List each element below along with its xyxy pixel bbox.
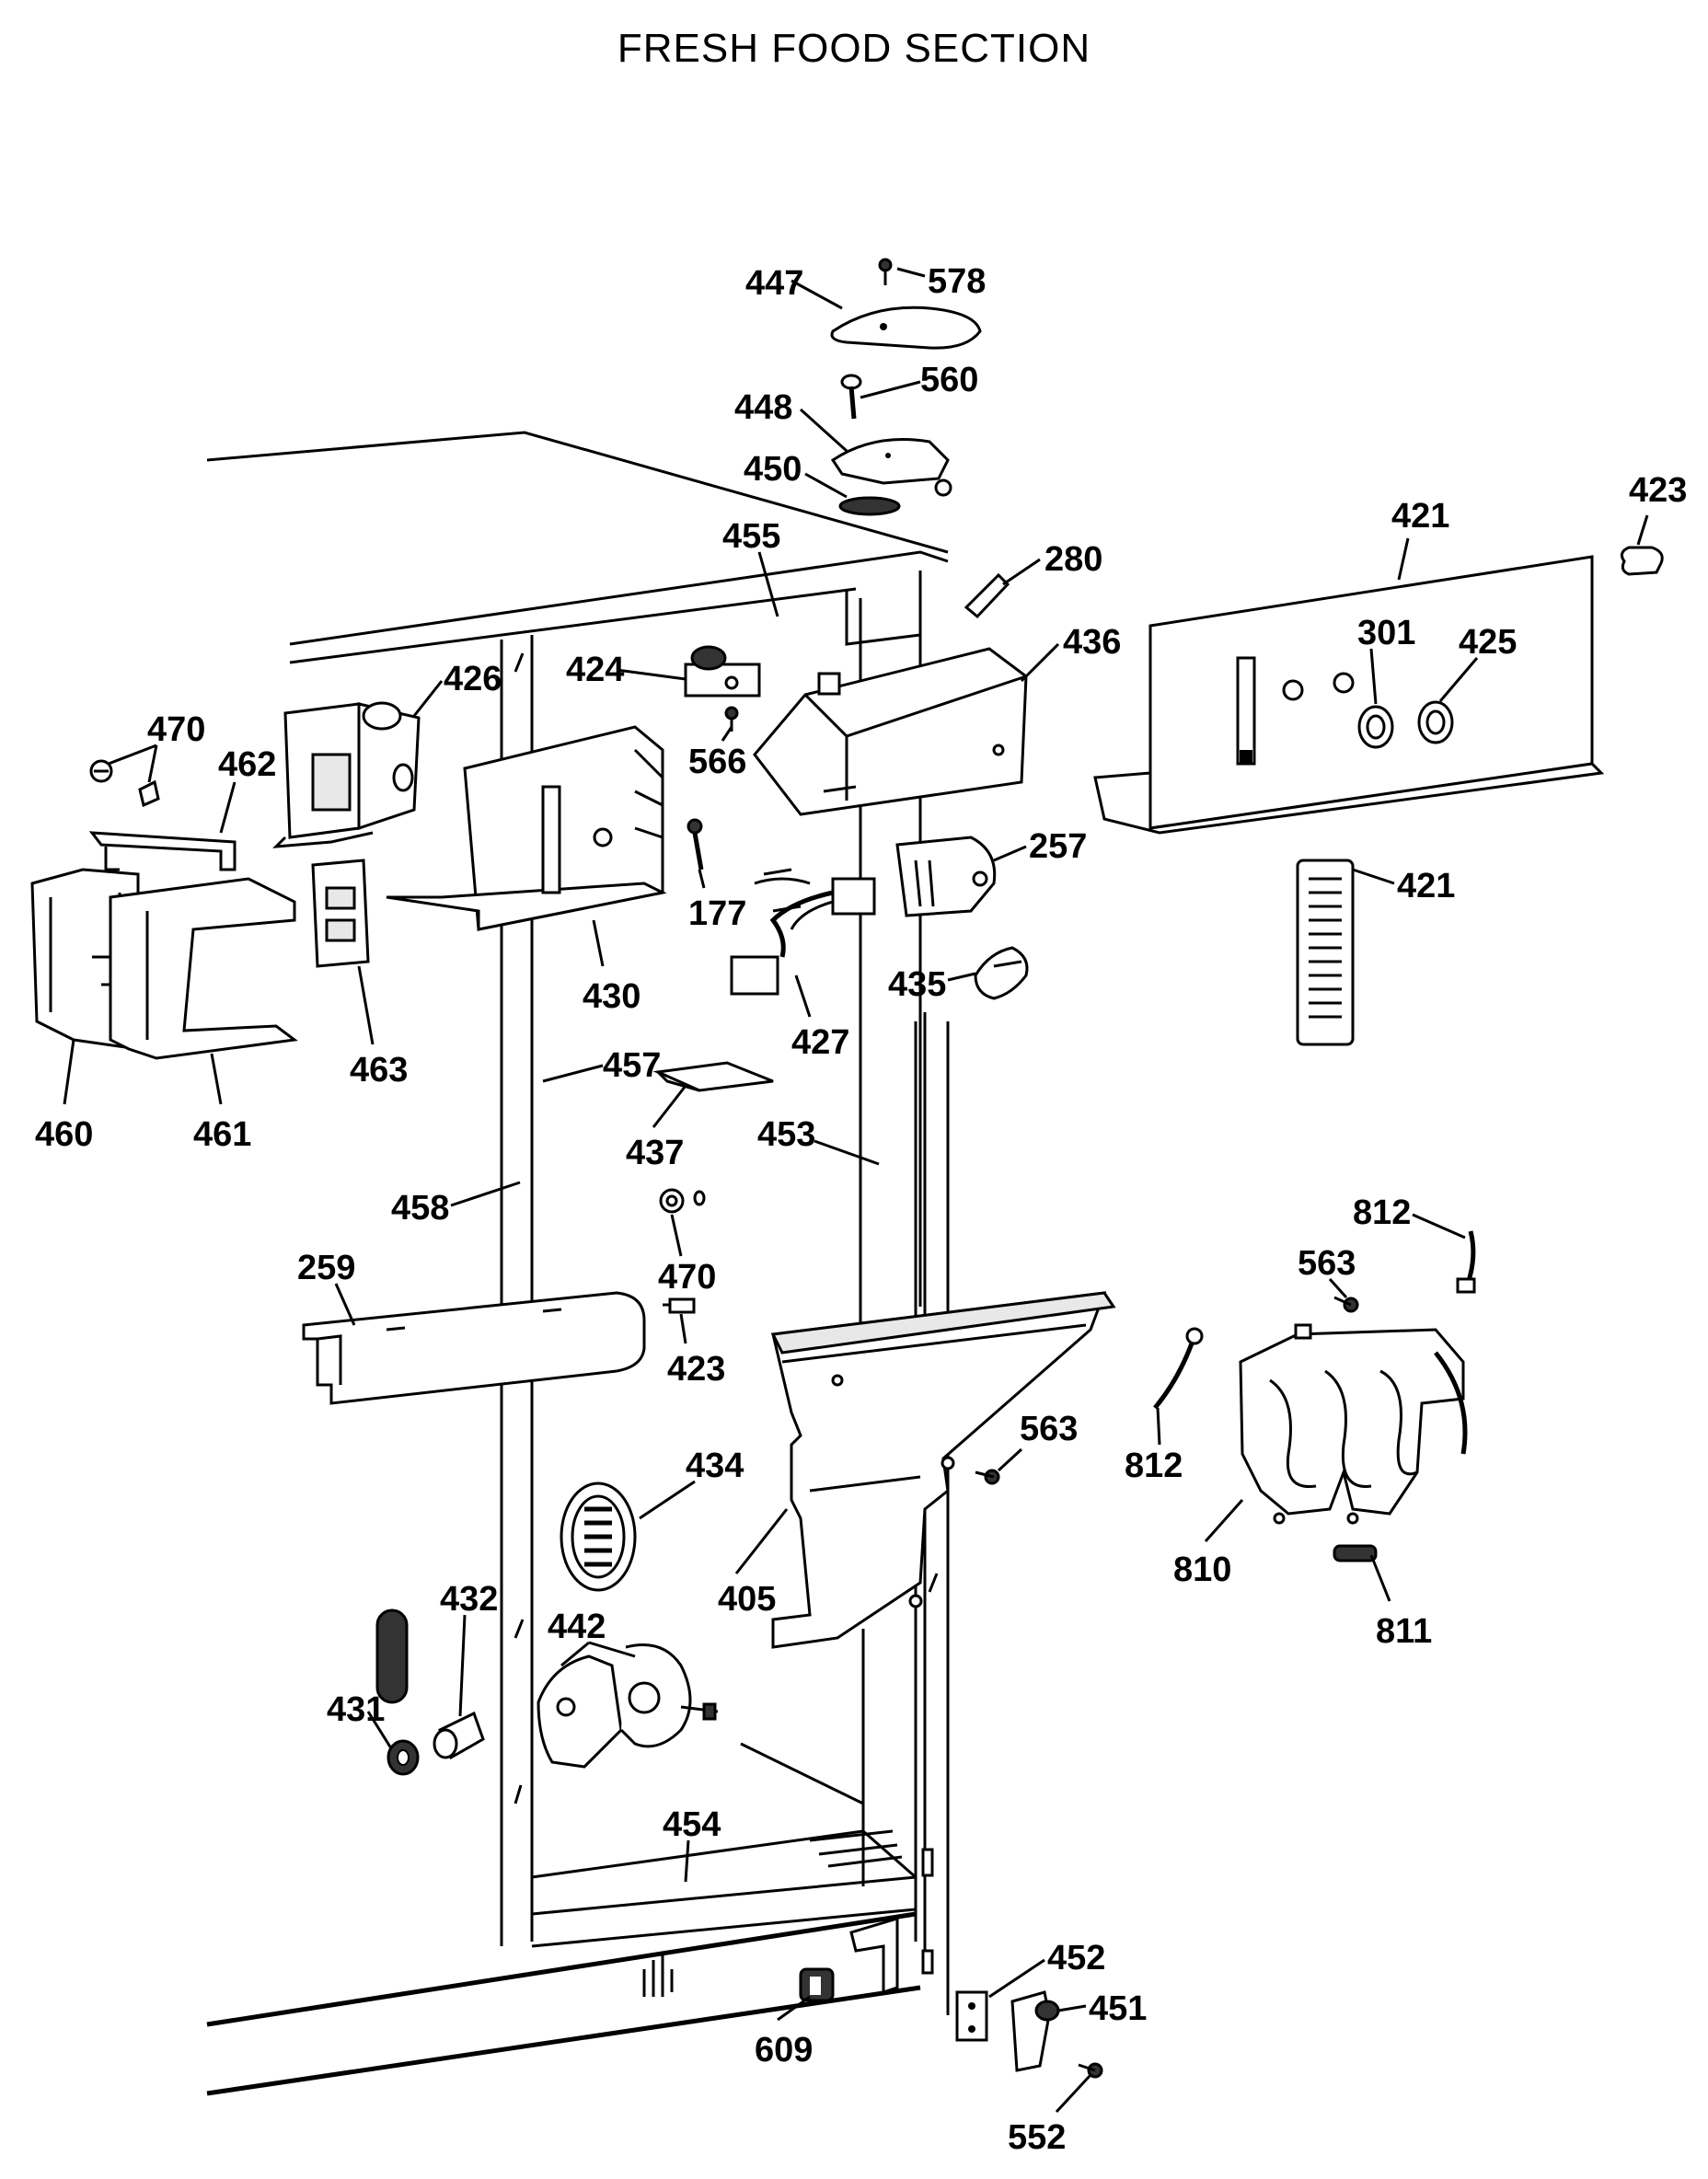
callout-431: 431 [327, 1690, 385, 1729]
part-463-bracket [311, 859, 370, 968]
part-434-grille [560, 1481, 637, 1592]
callout-454: 454 [663, 1805, 721, 1844]
part-301-knob [1357, 705, 1394, 749]
part-470-plug-set-b [659, 1188, 706, 1214]
part-552-screw [1078, 2062, 1103, 2079]
part-609-clip [799, 1967, 835, 2002]
callout-257: 257 [1029, 827, 1087, 866]
part-563-screw-a [975, 1469, 1000, 1485]
callout-421-panel: 421 [1391, 497, 1449, 536]
callout-301: 301 [1357, 614, 1415, 652]
part-259-cover [302, 1291, 646, 1405]
part-452-plate [955, 1990, 988, 2042]
part-405-duct [770, 1291, 1116, 1649]
part-812-hose-b [1153, 1327, 1204, 1410]
callout-423-top: 423 [1629, 471, 1687, 510]
callout-259: 259 [297, 1249, 355, 1287]
callout-462: 462 [218, 745, 276, 784]
callout-578: 578 [928, 262, 986, 301]
callout-457: 457 [603, 1046, 661, 1085]
part-578-screw [878, 258, 893, 285]
diagram-title: FRESH FOOD SECTION [617, 26, 1091, 71]
callout-425: 425 [1459, 623, 1517, 662]
part-470-plug-set-a [89, 759, 160, 808]
part-257-timer [895, 836, 997, 917]
part-430-bracket [386, 725, 667, 931]
part-560-screw [840, 374, 862, 420]
part-423-pin [663, 1297, 696, 1314]
part-563-screw-b [1333, 1296, 1359, 1313]
callout-455: 455 [722, 517, 780, 556]
part-427-wire-harness [730, 868, 876, 996]
callout-458: 458 [391, 1189, 449, 1228]
callout-470-mid: 470 [658, 1258, 716, 1297]
callout-labels: 447 578 448 560 450 455 280 423 421 436 … [35, 262, 1687, 2157]
callout-424: 424 [566, 651, 624, 689]
part-451-hinge [1010, 1990, 1060, 2072]
callout-426: 426 [444, 660, 502, 698]
callout-437: 437 [626, 1134, 684, 1172]
part-426-housing [272, 701, 421, 848]
callout-427: 427 [791, 1023, 849, 1062]
part-423-knob [1620, 546, 1664, 576]
callout-280: 280 [1044, 540, 1102, 579]
callout-421-grille: 421 [1397, 867, 1455, 905]
part-448-bracket [830, 438, 952, 497]
part-447-cover [830, 306, 982, 350]
part-435-clip [974, 946, 1029, 1000]
callout-810: 810 [1173, 1551, 1231, 1589]
part-812-hose-a [1456, 1230, 1476, 1294]
part-431-plug [375, 1608, 420, 1776]
leader-lines [63, 267, 1649, 2114]
callout-461: 461 [193, 1115, 251, 1154]
part-811-pad [1333, 1544, 1378, 1562]
part-421-grille [1296, 859, 1355, 1046]
callout-447: 447 [745, 264, 803, 303]
part-421-control-panel [1093, 555, 1605, 835]
callout-435: 435 [888, 965, 946, 1004]
part-437-plate [652, 1061, 774, 1092]
part-280-tube [964, 572, 1010, 619]
callout-432: 432 [440, 1580, 498, 1619]
part-462-bracket [88, 831, 237, 871]
callout-448: 448 [734, 388, 792, 427]
callout-609: 609 [755, 2031, 813, 2069]
part-424-switch [684, 645, 761, 698]
callout-552: 552 [1008, 2118, 1066, 2157]
callout-436: 436 [1063, 623, 1121, 662]
callout-452: 452 [1047, 1939, 1105, 1977]
callout-430: 430 [583, 977, 640, 1016]
callout-423-mid: 423 [667, 1350, 725, 1389]
callout-450: 450 [744, 450, 802, 489]
callout-566: 566 [688, 743, 746, 781]
part-177-screw [687, 818, 704, 870]
part-436-housing [753, 647, 1028, 816]
callout-560: 560 [920, 361, 978, 399]
callout-811: 811 [1376, 1612, 1432, 1651]
callout-470-top: 470 [147, 710, 205, 749]
callout-434: 434 [686, 1447, 744, 1485]
callout-405: 405 [718, 1580, 776, 1619]
part-450-seal [838, 496, 901, 516]
part-442-fan [537, 1643, 719, 1769]
callout-812-top: 812 [1353, 1193, 1411, 1232]
callout-463: 463 [350, 1051, 408, 1090]
callout-451: 451 [1089, 1989, 1147, 2028]
part-461-housing [109, 877, 298, 1060]
callout-563-mid: 563 [1020, 1410, 1078, 1448]
callout-812-mid: 812 [1125, 1447, 1183, 1485]
callout-460: 460 [35, 1115, 93, 1154]
callout-442: 442 [548, 1608, 606, 1646]
callout-563-top: 563 [1298, 1244, 1356, 1283]
callout-177: 177 [688, 894, 746, 933]
part-425-knob [1417, 700, 1454, 744]
part-432-sleeve [433, 1711, 485, 1760]
callout-453: 453 [757, 1115, 815, 1154]
part-810-heater [1239, 1323, 1468, 1525]
